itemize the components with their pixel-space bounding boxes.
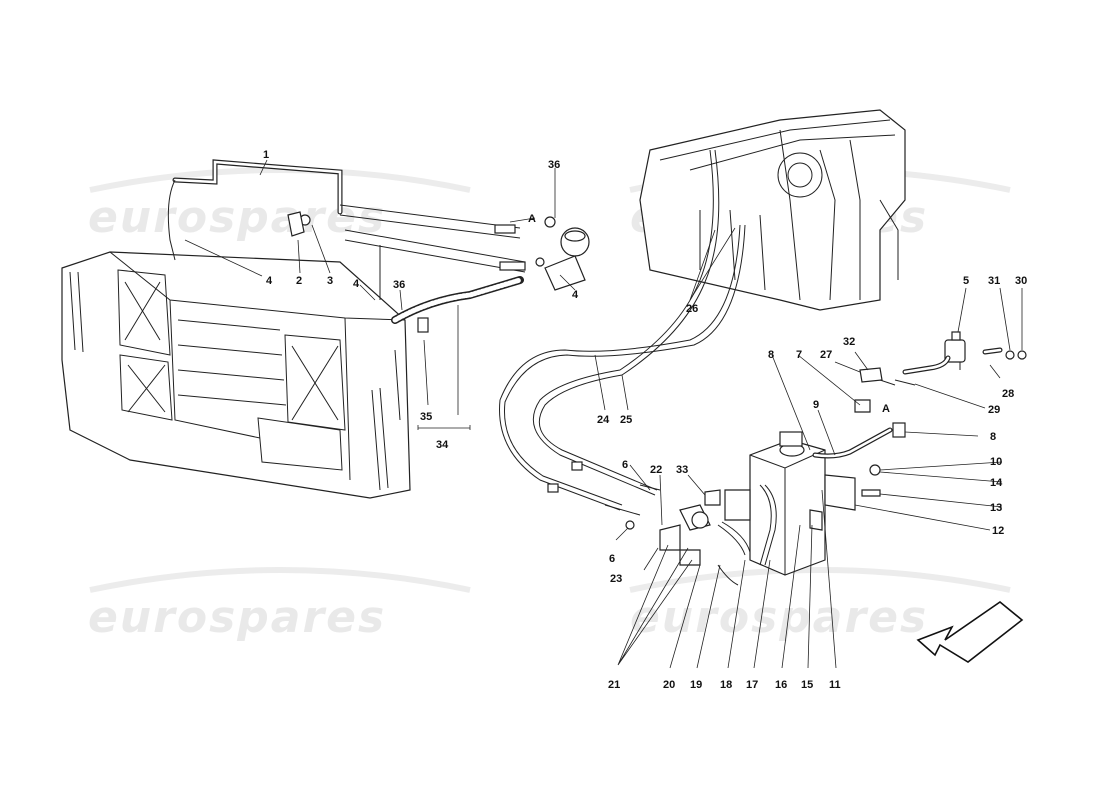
callout-A: A xyxy=(882,403,890,415)
callout-4: 4 xyxy=(353,278,360,290)
valve-assembly-top xyxy=(535,216,590,291)
callout-3: 3 xyxy=(327,275,333,287)
callout-17: 17 xyxy=(746,679,758,691)
callout-labels: 1 2 3 4 4 4 36 36 A 35 34 26 24 25 5 31 … xyxy=(263,149,1027,691)
corrugated-hose xyxy=(391,276,524,333)
callout-15: 15 xyxy=(801,679,813,691)
callout-A: A xyxy=(528,213,536,225)
watermark-bottom-right: eurospares xyxy=(629,567,1011,643)
callout-30: 30 xyxy=(1015,275,1027,287)
callout-24: 24 xyxy=(597,414,610,426)
arrow-down-left-icon xyxy=(916,600,1024,663)
callout-36: 36 xyxy=(548,159,560,171)
solenoid-valve-group xyxy=(854,331,1027,413)
callout-21: 21 xyxy=(608,679,620,691)
callout-35: 35 xyxy=(420,411,432,423)
callout-20: 20 xyxy=(663,679,675,691)
callout-6: 6 xyxy=(609,553,615,565)
callout-8: 8 xyxy=(768,349,774,361)
callout-28: 28 xyxy=(1002,388,1014,400)
callout-1: 1 xyxy=(263,149,269,161)
callout-5: 5 xyxy=(963,275,969,287)
callout-10: 10 xyxy=(990,456,1002,468)
callout-6: 6 xyxy=(622,459,628,471)
callout-27: 27 xyxy=(820,349,832,361)
callout-12: 12 xyxy=(992,525,1004,537)
callout-32: 32 xyxy=(843,336,855,348)
callout-23: 23 xyxy=(610,573,622,585)
hoses-24-25 xyxy=(499,149,746,516)
callout-33: 33 xyxy=(676,464,688,476)
callout-9: 9 xyxy=(813,399,819,411)
callout-8: 8 xyxy=(990,431,996,443)
callout-26: 26 xyxy=(686,303,698,315)
watermark-text: eurospares xyxy=(630,592,928,643)
watermark-bottom-left: eurospares xyxy=(88,567,471,643)
leader-lines xyxy=(184,159,1023,669)
callout-14: 14 xyxy=(990,477,1003,489)
callout-4: 4 xyxy=(572,289,579,301)
callout-18: 18 xyxy=(720,679,732,691)
callout-31: 31 xyxy=(988,275,1000,287)
watermark-text: eurospares xyxy=(88,192,386,243)
callout-13: 13 xyxy=(990,502,1002,514)
callout-7: 7 xyxy=(796,349,802,361)
callout-16: 16 xyxy=(775,679,787,691)
callout-11: 11 xyxy=(829,679,841,691)
small-fittings xyxy=(625,422,906,586)
callout-25: 25 xyxy=(620,414,632,426)
callout-22: 22 xyxy=(650,464,662,476)
callout-36: 36 xyxy=(393,279,405,291)
fuel-tank xyxy=(61,251,411,499)
callout-4: 4 xyxy=(266,275,273,287)
callout-19: 19 xyxy=(690,679,702,691)
callout-29: 29 xyxy=(988,404,1000,416)
watermark-top-left: eurospares xyxy=(88,167,471,243)
vent-pipe-assembly xyxy=(167,159,526,300)
callout-34: 34 xyxy=(436,439,449,451)
callout-2: 2 xyxy=(296,275,302,287)
expansion-reservoir xyxy=(724,431,856,576)
watermark-text: eurospares xyxy=(88,592,386,643)
intake-manifold xyxy=(639,109,906,311)
